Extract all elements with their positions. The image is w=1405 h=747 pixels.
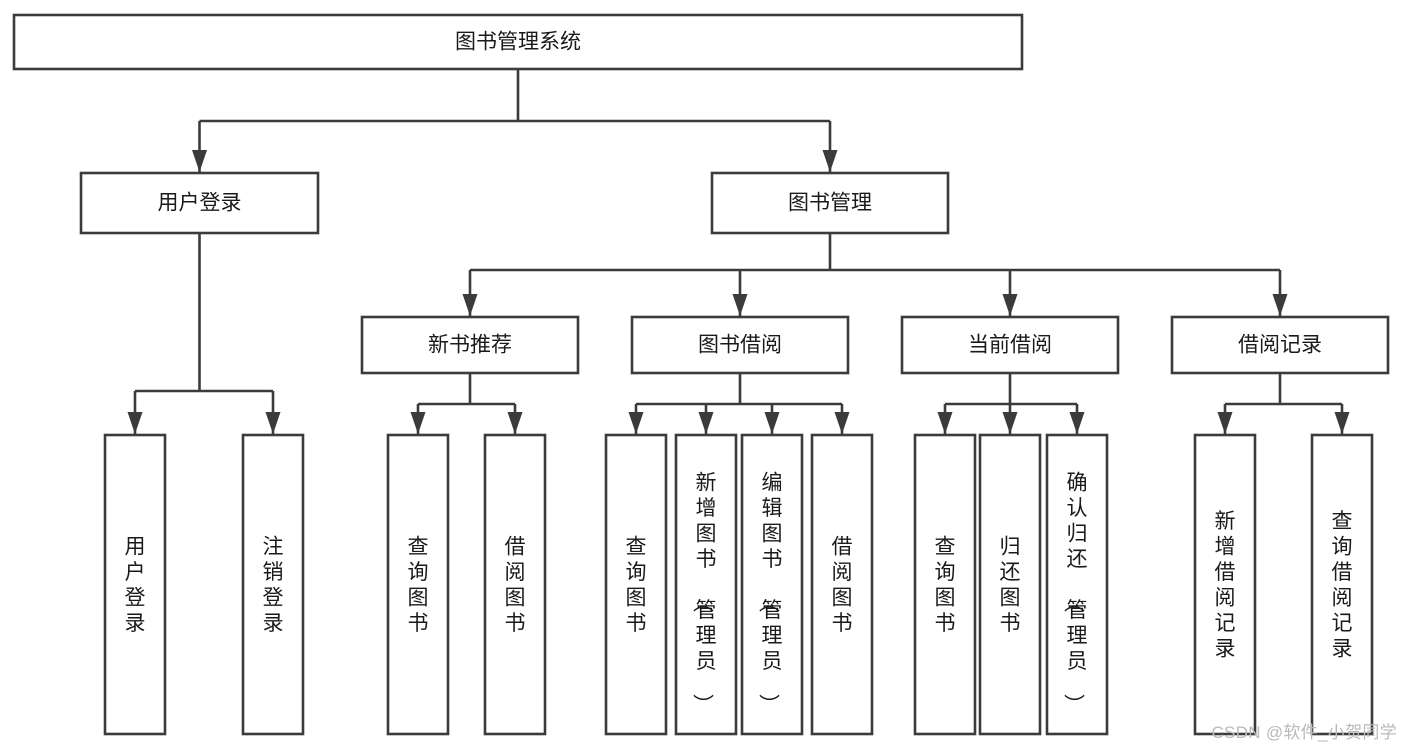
node-book-manage[interactable]: 图书管理 [710, 171, 950, 235]
node-current-query-book[interactable]: 查询图书 [913, 433, 977, 736]
node-label-root: 图书管理系统 [455, 31, 581, 54]
node-label-current-query-book: 查询图书 [935, 535, 956, 635]
node-label-recommend-borrow-book: 借阅图书 [505, 535, 526, 635]
csdn-watermark: CSDN @软件_小贺同学 [1211, 723, 1397, 742]
node-box-user-logout-leaf [241, 433, 305, 736]
node-box-root [12, 13, 1024, 71]
node-label-record-add: 新增借阅记录 [1215, 510, 1236, 661]
node-label-record-query: 查询借阅记录 [1332, 510, 1353, 661]
node-box-borrow-add-book [674, 433, 738, 736]
node-user-login-leaf[interactable]: 用户登录 [103, 433, 167, 736]
node-current-borrow[interactable]: 当前借阅 [900, 315, 1120, 375]
arrow-head-icon [1002, 412, 1018, 434]
node-book-borrow[interactable]: 图书借阅 [630, 315, 850, 375]
arrow-head-icon [265, 412, 281, 434]
node-label-new-book-recommend: 新书推荐 [428, 334, 512, 357]
nodes-layer: 图书管理系统用户登录图书管理用户登录注销登录新书推荐查询图书借阅图书图书借阅查询… [12, 13, 1390, 736]
node-label-user-login-leaf: 用户登录 [125, 535, 146, 635]
node-box-record-query [1310, 433, 1374, 736]
arrow-head-icon [1272, 294, 1288, 316]
arrow-head-icon [127, 412, 143, 434]
arrow-head-icon [192, 150, 207, 172]
node-box-book-borrow [630, 315, 850, 375]
node-box-record-add [1193, 433, 1257, 736]
arrow-head-icon [1334, 412, 1350, 434]
node-recommend-query-book[interactable]: 查询图书 [386, 433, 450, 736]
node-box-book-manage [710, 171, 950, 235]
arrow-head-icon [507, 412, 523, 434]
node-box-user-login-leaf [103, 433, 167, 736]
node-box-recommend-borrow-book [483, 433, 547, 736]
node-recommend-borrow-book[interactable]: 借阅图书 [483, 433, 547, 736]
node-user-login[interactable]: 用户登录 [79, 171, 320, 235]
arrow-head-icon [822, 150, 838, 172]
node-box-current-confirm-return [1045, 433, 1109, 736]
node-label-book-manage: 图书管理 [788, 192, 872, 215]
node-label-borrow-query-book: 查询图书 [626, 535, 647, 635]
node-borrow-add-book[interactable]: 新增图书（管理员） [674, 433, 738, 736]
arrow-head-icon [1217, 412, 1233, 434]
arrow-head-icon [628, 412, 644, 434]
arrow-head-icon [698, 412, 714, 434]
node-label-user-login: 用户登录 [158, 192, 242, 215]
node-box-borrow-borrow-book [810, 433, 874, 736]
arrow-head-icon [1002, 294, 1018, 316]
node-label-borrow-edit-book: 编辑图书（管理员） [757, 472, 783, 715]
node-label-borrow-add-book: 新增图书（管理员） [691, 472, 717, 715]
node-record-query[interactable]: 查询借阅记录 [1310, 433, 1374, 736]
node-label-borrow-record: 借阅记录 [1238, 334, 1322, 357]
node-current-confirm-return[interactable]: 确认归还（管理员） [1045, 433, 1109, 736]
node-borrow-borrow-book[interactable]: 借阅图书 [810, 433, 874, 736]
node-current-return-book[interactable]: 归还图书 [978, 433, 1042, 736]
node-box-borrow-edit-book [740, 433, 804, 736]
node-box-new-book-recommend [360, 315, 580, 375]
node-label-current-borrow: 当前借阅 [968, 334, 1052, 357]
node-user-logout-leaf[interactable]: 注销登录 [241, 433, 305, 736]
node-label-book-borrow: 图书借阅 [698, 334, 782, 357]
arrow-head-icon [834, 412, 850, 434]
node-label-current-return-book: 归还图书 [1000, 535, 1021, 635]
arrow-head-icon [764, 412, 780, 434]
node-new-book-recommend[interactable]: 新书推荐 [360, 315, 580, 375]
node-box-borrow-query-book [604, 433, 668, 736]
node-borrow-edit-book[interactable]: 编辑图书（管理员） [740, 433, 804, 736]
node-box-recommend-query-book [386, 433, 450, 736]
node-label-borrow-borrow-book: 借阅图书 [832, 535, 853, 635]
node-box-current-return-book [978, 433, 1042, 736]
arrow-head-icon [410, 412, 426, 434]
arrow-head-icon [462, 294, 478, 316]
arrow-head-icon [937, 412, 953, 434]
node-box-current-borrow [900, 315, 1120, 375]
node-box-current-query-book [913, 433, 977, 736]
node-label-current-confirm-return: 确认归还（管理员） [1062, 472, 1088, 715]
arrow-head-icon [732, 294, 748, 316]
connectors-layer [127, 69, 1350, 434]
node-borrow-record[interactable]: 借阅记录 [1170, 315, 1390, 375]
node-box-user-login [79, 171, 320, 235]
node-record-add[interactable]: 新增借阅记录 [1193, 433, 1257, 736]
node-label-user-logout-leaf: 注销登录 [263, 535, 284, 635]
node-root[interactable]: 图书管理系统 [12, 13, 1024, 71]
node-box-borrow-record [1170, 315, 1390, 375]
node-label-recommend-query-book: 查询图书 [408, 535, 429, 635]
node-borrow-query-book[interactable]: 查询图书 [604, 433, 668, 736]
arrow-head-icon [1069, 412, 1085, 434]
